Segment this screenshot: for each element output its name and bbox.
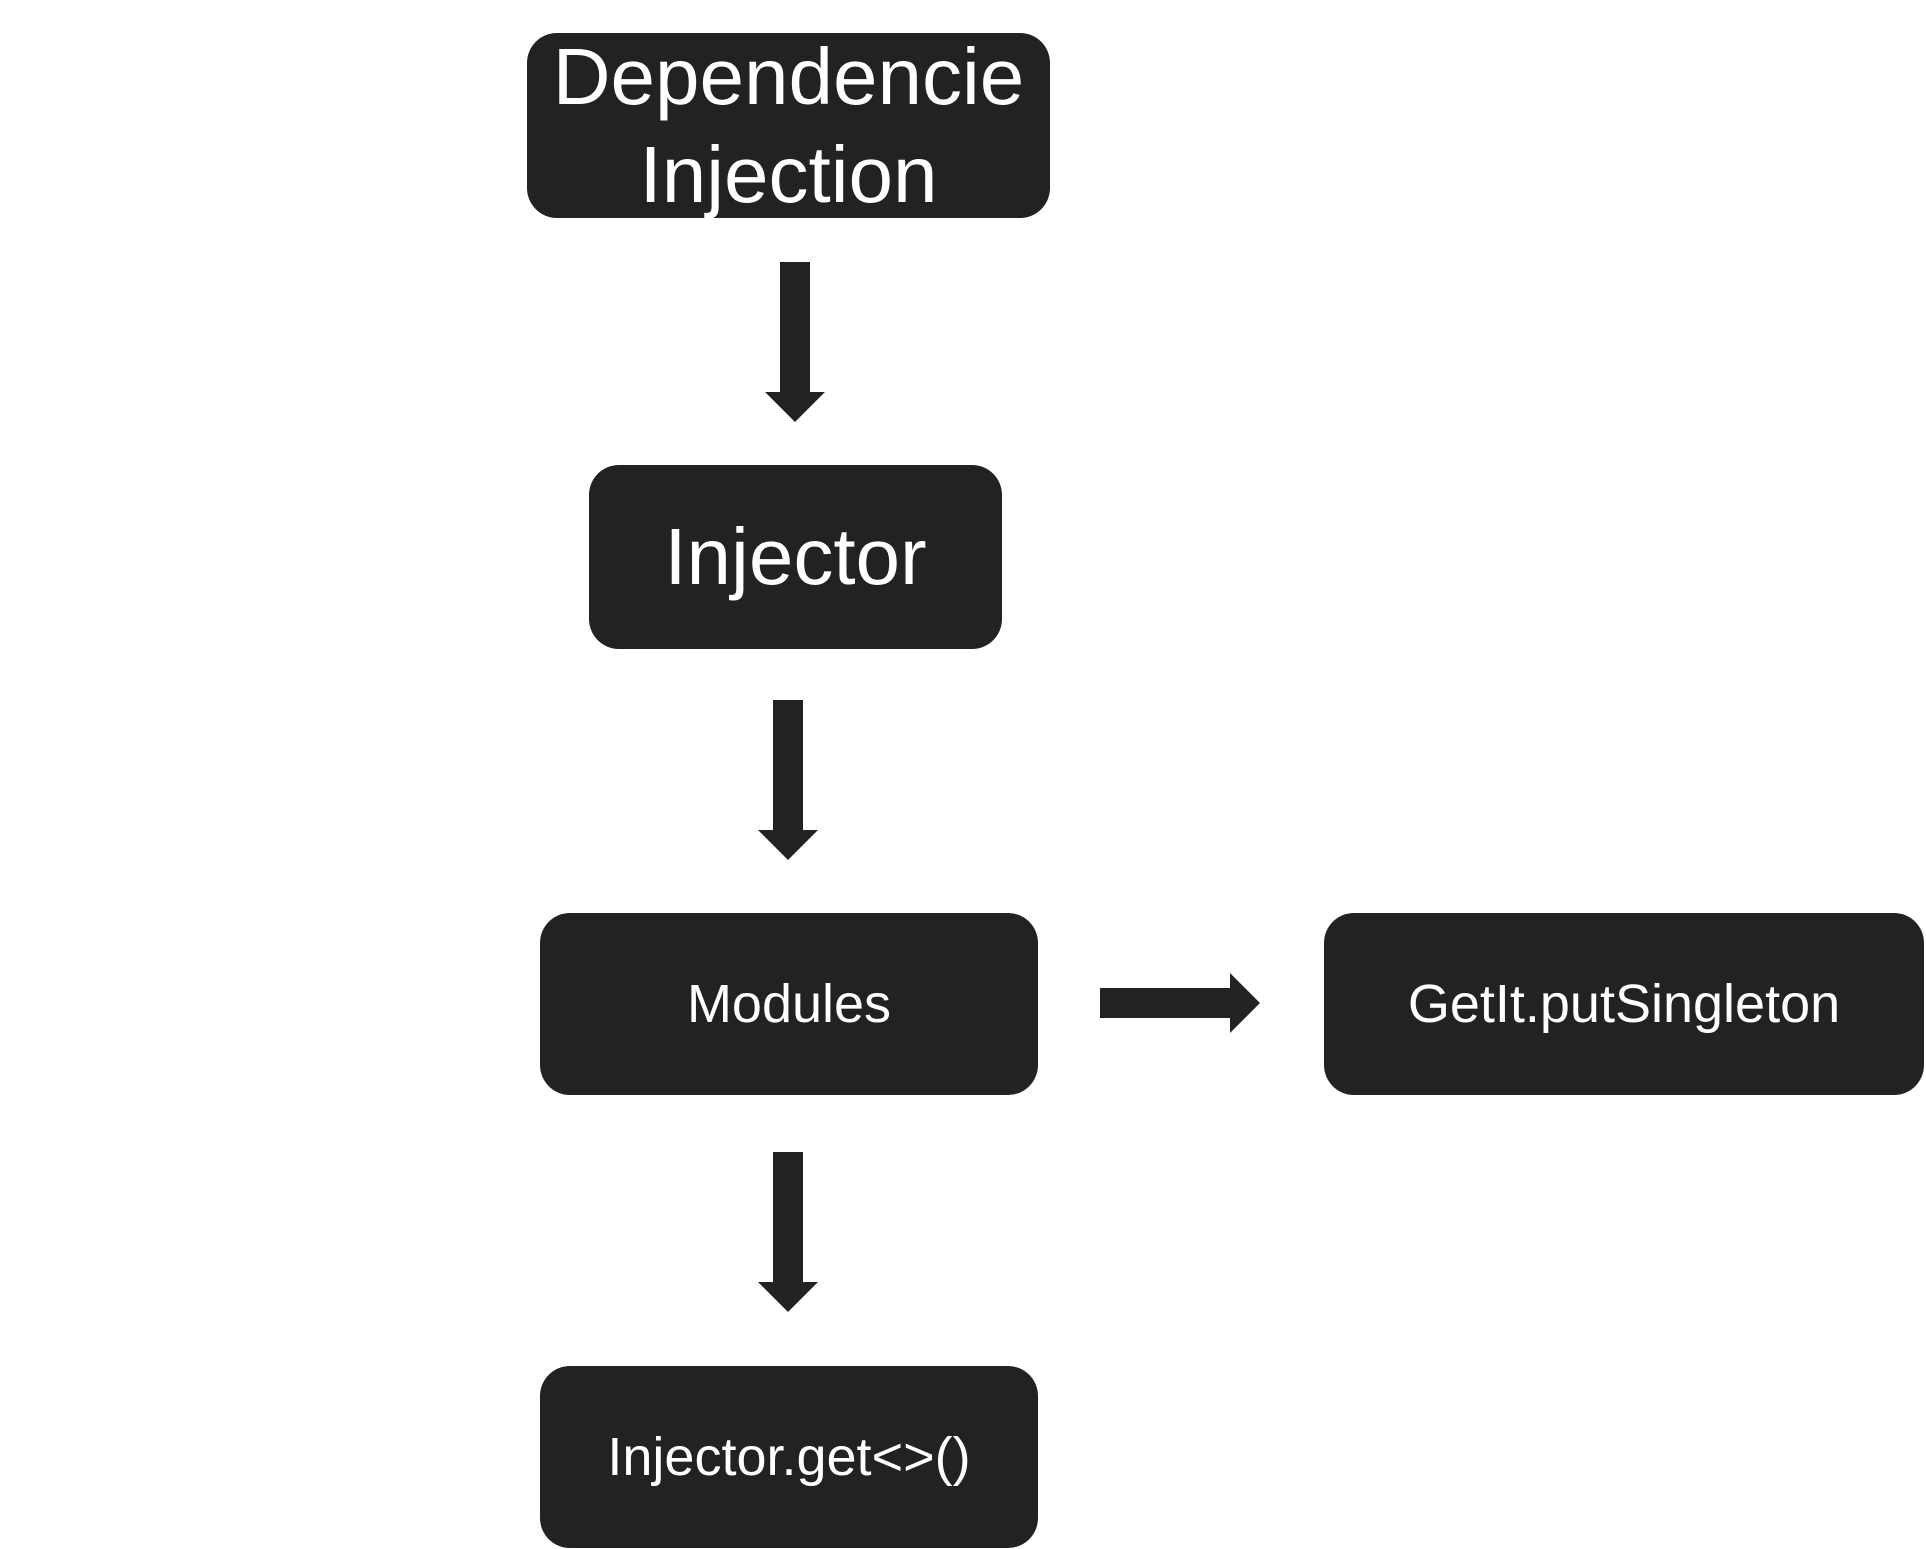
node-injector-label: Injector bbox=[664, 512, 927, 601]
node-dependency-injection: Dependencie Injection bbox=[527, 32, 1050, 219]
node-getit-put-singleton: GetIt.putSingleton bbox=[1324, 913, 1924, 1095]
node-injector-get-label: Injector.get<>() bbox=[607, 1427, 971, 1487]
arrow-injector-to-modules bbox=[758, 700, 818, 860]
arrow-modules-to-get bbox=[758, 1152, 818, 1312]
node-dependency-injection-label: Dependencie Injection bbox=[552, 31, 1025, 219]
arrow-modules-to-getit bbox=[1100, 973, 1260, 1033]
node-injector: Injector bbox=[589, 465, 1002, 649]
node-modules-label: Modules bbox=[686, 974, 892, 1034]
node-getit-put-singleton-label: GetIt.putSingleton bbox=[1407, 974, 1841, 1034]
node-injector-get: Injector.get<>() bbox=[540, 1366, 1038, 1548]
arrow-di-to-injector bbox=[765, 262, 825, 422]
node-modules: Modules bbox=[540, 913, 1038, 1095]
